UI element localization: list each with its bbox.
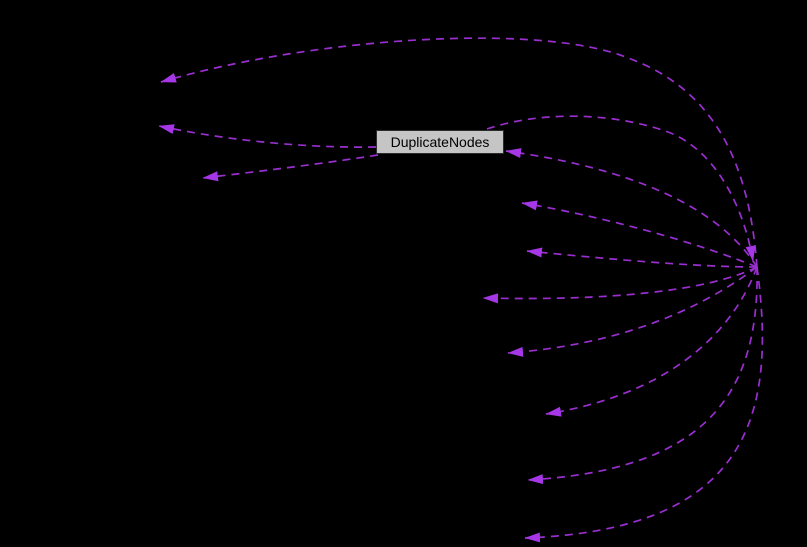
edge-hub-to-middle-node-5 [545,266,758,417]
edge-hub-to-duplicatenodes [505,148,758,268]
edge-hub-to-middle-node-3 [482,266,758,304]
node-duplicate-nodes[interactable]: DuplicateNodes [376,130,504,154]
edge-duplicatenodes-to-left-node-2 [158,124,377,148]
edge-hub-to-middle-node-4 [507,266,758,357]
node-label: DuplicateNodes [390,134,490,150]
edge-hub-to-middle-node-1 [521,200,758,268]
edge-duplicatenodes-to-hub [486,115,756,262]
edge-hub-to-upper-left-node [160,37,758,268]
edge-hub-to-middle-node-2 [526,247,758,268]
edge-duplicatenodes-to-left-node-3 [202,154,379,182]
edge-hub-to-middle-node-6 [527,266,758,485]
edge-hub-to-middle-node-7 [524,266,764,543]
edge-group [158,37,764,543]
